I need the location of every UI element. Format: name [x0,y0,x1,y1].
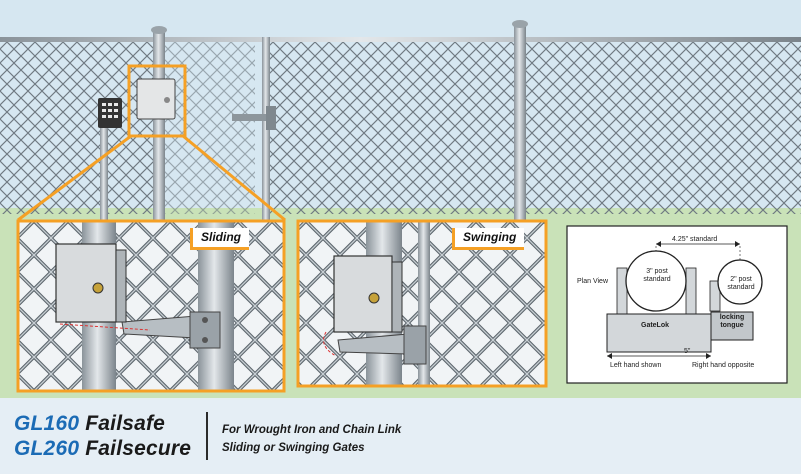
model-failsafe: GL160 Failsafe [14,412,165,436]
gate-post [153,30,165,220]
model2-code: GL260 [14,437,80,460]
gate-frame-post [262,37,270,257]
fence-scene [0,0,801,400]
post-3-label: 3" post standard [643,268,671,283]
gatelok-unit-icon [136,78,176,120]
tongue-label: locking tongue [719,314,745,329]
description-line-2: Sliding or Swinging Gates [222,442,365,454]
keypad-icon [98,98,122,128]
line-post [514,24,526,220]
dimension-top-label: 4.25" standard [672,236,718,243]
model2-name: Failsecure [85,437,192,460]
description-line-1: For Wrought Iron and Chain Link [222,424,402,436]
caption-bar [0,398,801,474]
unit-label: GateLok [641,322,670,329]
plan-view-title: Plan View [577,278,609,285]
model1-name: Failsafe [85,412,166,435]
highlight-box [127,64,187,138]
right-hand-note: Right hand opposite [692,362,755,369]
sliding-tag: Sliding [190,228,249,250]
swinging-tag: Swinging [452,228,525,250]
dimension-bottom-label: 5" [684,348,691,355]
fence-mesh [0,40,801,214]
left-hand-note: Left hand shown [610,362,662,369]
model-failsecure: GL260 Failsecure [14,437,191,461]
post-2-label: 2" post standard [727,276,755,291]
caption-divider [206,412,208,460]
model1-code: GL160 [14,412,80,435]
plan-view-diagram [566,225,788,384]
